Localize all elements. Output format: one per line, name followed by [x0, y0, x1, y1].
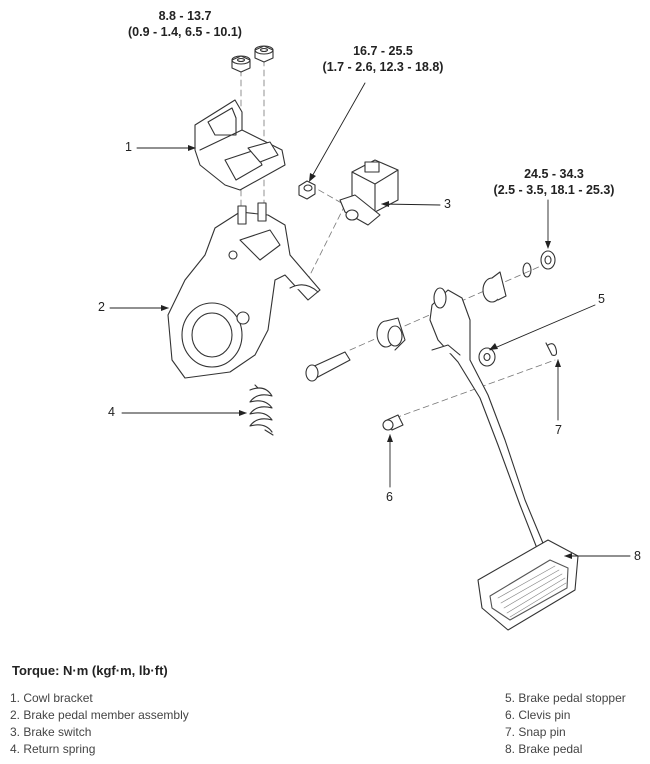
torque-value: 8.8 - 13.7: [158, 9, 212, 23]
torque-label-pedal-nut: 24.5 - 34.3 (2.5 - 3.5, 18.1 - 25.3): [484, 166, 624, 198]
legend-item: 1. Cowl bracket: [10, 691, 93, 705]
legend-left-column: 1. Cowl bracket 2. Brake pedal member as…: [10, 690, 189, 758]
assembly-guide-lines: [240, 59, 556, 419]
legend-item: 6. Clevis pin: [505, 708, 571, 722]
torque-alt-units: (1.7 - 2.6, 12.3 - 18.8): [322, 60, 444, 74]
legend-item: 5. Brake pedal stopper: [505, 691, 626, 705]
callout-2: 2: [98, 300, 105, 314]
bushing-icon: [376, 317, 406, 351]
rear-bushing-icon: [482, 271, 507, 303]
pedal-bolt-icon: [305, 351, 351, 382]
legend-right-column: 5. Brake pedal stopper 6. Clevis pin 7. …: [505, 690, 626, 758]
callout-8: 8: [634, 549, 641, 563]
washer-icon: [522, 250, 556, 278]
legend-item: 4. Return spring: [10, 742, 96, 756]
legend-item: 3. Brake switch: [10, 725, 92, 739]
exploded-view-diagram: [109, 45, 631, 631]
torque-alt-units: (0.9 - 1.4, 6.5 - 10.1): [128, 25, 242, 39]
torque-label-nuts: 8.8 - 13.7 (0.9 - 1.4, 6.5 - 10.1): [120, 8, 250, 40]
callout-5: 5: [598, 292, 605, 306]
torque-value: 24.5 - 34.3: [524, 167, 584, 181]
switch-nut-icon: [298, 180, 316, 200]
torque-label-switch-nut: 16.7 - 25.5 (1.7 - 2.6, 12.3 - 18.8): [313, 43, 453, 75]
clevis-pin-icon: [382, 414, 404, 431]
legend-item: 8. Brake pedal: [505, 742, 583, 756]
legend-title: Torque: N·m (kgf·m, lb·ft): [12, 663, 168, 678]
callout-3: 3: [444, 197, 451, 211]
cowl-bracket-icon: [194, 99, 286, 191]
legend-item: 7. Snap pin: [505, 725, 566, 739]
brake-pedal-member-assembly-icon: [167, 202, 321, 379]
brake-pedal-icon: [429, 287, 579, 631]
callout-4: 4: [108, 405, 115, 419]
leader-lines: [109, 82, 631, 557]
nut-pair-icon: [231, 45, 274, 73]
torque-value: 16.7 - 25.5: [353, 44, 413, 58]
snap-pin-icon: [545, 342, 558, 356]
return-spring-icon: [249, 384, 274, 436]
torque-alt-units: (2.5 - 3.5, 18.1 - 25.3): [493, 183, 615, 197]
callout-7: 7: [555, 423, 562, 437]
legend-item: 2. Brake pedal member assembly: [10, 708, 189, 722]
leader-arrowheads: [161, 145, 572, 559]
callout-6: 6: [386, 490, 393, 504]
callout-1: 1: [125, 140, 132, 154]
brake-pedal-stopper-icon: [478, 347, 496, 367]
brake-switch-icon: [339, 159, 399, 226]
